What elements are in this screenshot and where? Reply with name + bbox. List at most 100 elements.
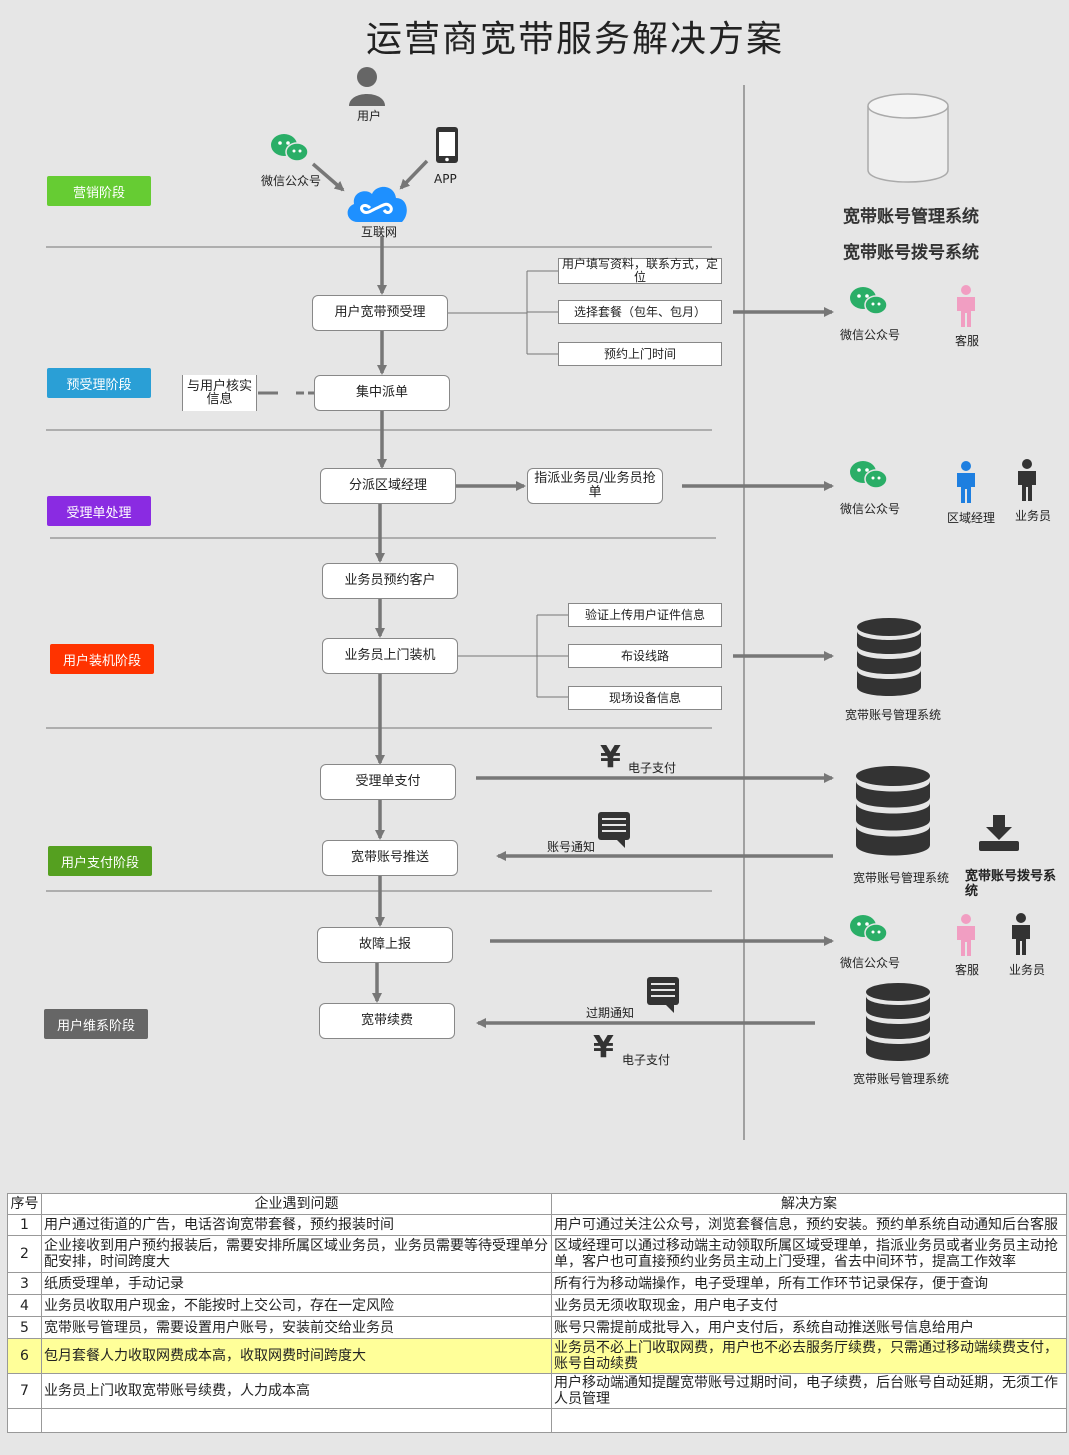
device-box: 现场设备信息 — [568, 686, 722, 710]
wechat-label: 微信公众号 — [840, 328, 901, 342]
internet-label: 互联网 — [361, 225, 398, 239]
wechat-label: 微信公众号 — [840, 502, 901, 516]
row-index — [7, 1408, 42, 1433]
stage-marketing: 营销阶段 — [47, 176, 151, 206]
row-index: 2 — [7, 1235, 42, 1273]
account-system-label: 宽带账号管理系统 — [853, 871, 950, 885]
row-problem: 宽带账号管理员，需要设置用户账号，安装前交给业务员 — [41, 1316, 552, 1339]
person-pink-icon — [957, 285, 975, 327]
epay-label: 电子支付 — [622, 1053, 671, 1067]
row-index: 6 — [7, 1338, 42, 1374]
stage-pre-accept: 预受理阶段 — [47, 368, 151, 398]
row-problem: 纸质受理单，手动记录 — [41, 1272, 552, 1295]
header-index: 序号 — [7, 1193, 42, 1215]
person-blue-icon — [957, 461, 975, 503]
person-dark-icon — [1018, 459, 1036, 501]
sales-label: 业务员 — [1015, 509, 1052, 523]
problem-solution-table: 序号 企业遇到问题 解决方案 1 用户通过街道的广告，电话咨询宽带套餐，预约报装… — [7, 1193, 1067, 1433]
visit-time-box: 预约上门时间 — [558, 342, 722, 366]
row-solution: 账号只需提前成批导入，用户支付后，系统自动推送账号信息给用户 — [551, 1316, 1067, 1339]
download-icon — [979, 815, 1019, 851]
stage-installation: 用户装机阶段 — [50, 644, 154, 674]
database-stack-icon — [866, 983, 930, 1061]
row-problem: 企业接收到用户预约报装后，需要安排所属区域业务员，业务员需要等待受理单分配安排，… — [41, 1235, 552, 1273]
table-row-empty — [7, 1408, 1067, 1433]
page-title: 运营商宽带服务解决方案 — [365, 19, 784, 60]
package-box: 选择套餐（包年、包月） — [558, 300, 722, 324]
row-problem — [41, 1408, 552, 1433]
header-solution: 解决方案 — [551, 1193, 1067, 1215]
epay-label: 电子支付 — [628, 761, 677, 775]
row-problem: 业务员上门收取宽带账号续费，人力成本高 — [41, 1373, 552, 1409]
table-row: 2 企业接收到用户预约报装后，需要安排所属区域业务员，业务员需要等待受理单分配安… — [7, 1235, 1067, 1273]
table-row-highlighted: 6 包月套餐人力收取网费成本高，收取网费时间跨度大 业务员不必上门收取网费，用户… — [7, 1338, 1067, 1374]
table-row: 1 用户通过街道的广告，电话咨询宽带套餐，预约报装时间 用户可通过关注公众号，浏… — [7, 1214, 1067, 1236]
row-solution: 业务员不必上门收取网费，用户也不必去服务厅续费，只需通过移动端续费支付，账号自动… — [551, 1338, 1067, 1374]
header-problem: 企业遇到问题 — [41, 1193, 552, 1215]
row-solution: 区域经理可以通过移动端主动领取所属区域受理单，指派业务员或者业务员主动抢单，客户… — [551, 1235, 1067, 1273]
table-row: 3 纸质受理单，手动记录 所有行为移动端操作，电子受理单，所有工作环节记录保存，… — [7, 1272, 1067, 1295]
account-notice-label: 账号通知 — [547, 840, 596, 854]
row-index: 4 — [7, 1294, 42, 1317]
cert-box: 验证上传用户证件信息 — [568, 603, 722, 627]
row-index: 7 — [7, 1373, 42, 1409]
database-icon — [867, 93, 949, 183]
person-dark-icon — [1012, 913, 1030, 955]
wechat-label: 微信公众号 — [261, 174, 322, 188]
system-label-account: 宽带账号管理系统 — [843, 207, 979, 227]
stage-order-processing: 受理单处理 — [47, 496, 151, 526]
row-solution: 用户可通过关注公众号，浏览套餐信息，预约安装。预约单系统自动通知后台客服 — [551, 1214, 1067, 1236]
fill-info-box: 用户填写资料，联系方式，定位 — [558, 258, 722, 284]
table-row: 5 宽带账号管理员，需要设置用户账号，安装前交给业务员 账号只需提前成批导入，用… — [7, 1316, 1067, 1339]
account-system-label: 宽带账号管理系统 — [853, 1072, 950, 1086]
row-solution: 所有行为移动端操作，电子受理单，所有工作环节记录保存，便于查询 — [551, 1272, 1067, 1295]
app-label: APP — [434, 172, 457, 186]
assign-sales-box: 指派业务员/业务员抢单 — [527, 468, 663, 504]
appointment-box: 业务员预约客户 — [322, 563, 458, 599]
table-row: 7 业务员上门收取宽带账号续费，人力成本高 用户移动端通知提醒宽带账号过期时间，… — [7, 1373, 1067, 1409]
assign-manager-box: 分派区域经理 — [320, 468, 456, 504]
database-stack-icon — [857, 618, 921, 696]
table-header-row: 序号 企业遇到问题 解决方案 — [7, 1193, 1067, 1215]
wechat-icon — [850, 287, 888, 315]
pay-box: 受理单支付 — [320, 764, 456, 800]
account-push-box: 宽带账号推送 — [322, 840, 458, 876]
install-box: 业务员上门装机 — [322, 638, 458, 674]
wechat-icon — [271, 134, 309, 162]
sales-label: 业务员 — [1009, 963, 1046, 977]
user-icon — [349, 67, 385, 106]
wechat-label: 微信公众号 — [840, 956, 901, 970]
wiring-box: 布设线路 — [568, 644, 722, 668]
yen-icon: ¥ — [593, 1030, 614, 1065]
user-label: 用户 — [357, 109, 382, 123]
yen-icon: ¥ — [600, 740, 621, 775]
row-solution — [551, 1408, 1067, 1433]
dial-system-label: 宽带账号拨号系统 — [965, 869, 1057, 899]
row-index: 5 — [7, 1316, 42, 1339]
person-pink-icon — [957, 914, 975, 956]
service-label: 客服 — [955, 963, 980, 977]
row-solution: 业务员无须收取现金，用户电子支付 — [551, 1294, 1067, 1317]
pre-accept-box: 用户宽带预受理 — [312, 295, 448, 331]
wechat-icon — [850, 915, 888, 943]
phone-icon — [436, 127, 458, 163]
row-problem: 包月套餐人力收取网费成本高，收取网费时间跨度大 — [41, 1338, 552, 1374]
account-system-label: 宽带账号管理系统 — [845, 708, 942, 722]
verify-info-box: 与用户核实信息 — [182, 375, 257, 411]
table-row: 4 业务员收取用户现金，不能按时上交公司，存在一定风险 业务员无须收取现金，用户… — [7, 1294, 1067, 1317]
wechat-icon — [850, 461, 888, 489]
row-index: 1 — [7, 1214, 42, 1236]
row-problem: 业务员收取用户现金，不能按时上交公司，存在一定风险 — [41, 1294, 552, 1317]
flow-connectors — [46, 85, 834, 1140]
row-problem: 用户通过街道的广告，电话咨询宽带套餐，预约报装时间 — [41, 1214, 552, 1236]
expire-notice-label: 过期通知 — [586, 1006, 635, 1020]
row-solution: 用户移动端通知提醒宽带账号过期时间，电子续费，后台账号自动延期，无须工作人员管理 — [551, 1373, 1067, 1409]
stage-payment: 用户支付阶段 — [48, 846, 152, 876]
stage-retention: 用户维系阶段 — [44, 1009, 148, 1039]
message-icon — [647, 977, 679, 1013]
manager-label: 区域经理 — [947, 511, 996, 525]
fault-report-box: 故障上报 — [317, 927, 453, 963]
message-icon — [598, 812, 630, 848]
cloud-icon — [347, 186, 407, 222]
renew-box: 宽带续费 — [319, 1003, 455, 1039]
